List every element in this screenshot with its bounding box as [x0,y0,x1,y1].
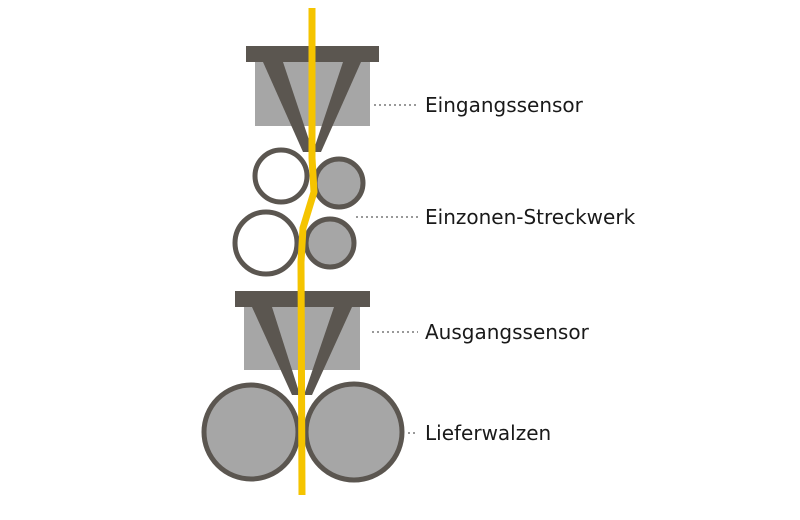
delivery-roller-left [201,382,301,482]
output-sensor-left-jaw [252,307,300,395]
drafting-roller-top-right [312,156,366,210]
output-sensor-right-jaw [304,307,352,395]
label-input-sensor: Eingangssensor [425,93,583,117]
delivery-rollers [201,381,405,483]
leader-lines [356,104,418,434]
label-delivery-rollers: Lieferwalzen [425,421,552,445]
input-sensor-right-jaw [313,62,361,152]
drafting-unit [232,147,366,277]
label-drafting-unit: Einzonen-Streckwerk [425,205,636,229]
input-sensor-left-jaw [263,62,313,152]
drafting-roller-top-left [252,147,310,205]
delivery-roller-right [303,381,405,483]
label-output-sensor: Ausgangssensor [425,320,589,344]
fiber-strand [297,8,318,496]
drafting-roller-bottom-right [303,216,357,270]
drafting-roller-bottom-left [232,209,300,277]
